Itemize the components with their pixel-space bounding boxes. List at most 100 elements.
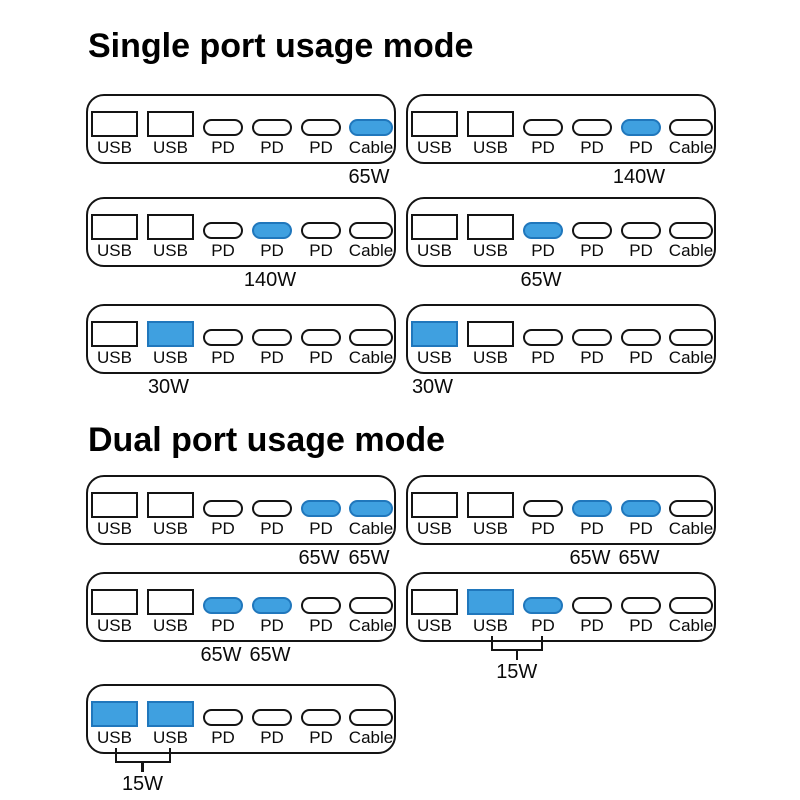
pd-port-shape: [203, 222, 243, 240]
pd-port-shape: [252, 597, 292, 615]
usb-port: USB: [146, 321, 195, 367]
port-label: PD: [580, 241, 604, 261]
pd-port: PD: [251, 589, 293, 635]
usb-port: USB: [410, 321, 459, 367]
pd-port: PD: [251, 214, 293, 260]
port-label: PD: [580, 138, 604, 158]
port-label: USB: [473, 616, 508, 636]
single-port-section: Single port usage mode USB USB PD PD PD …: [86, 27, 800, 397]
cable-port: Cable: [349, 492, 393, 538]
port-label: PD: [211, 241, 235, 261]
cable-port-shape: [349, 119, 393, 137]
port-label: PD: [260, 728, 284, 748]
port-label: USB: [417, 519, 452, 539]
port-label: PD: [260, 138, 284, 158]
charger-panel: USB USB PD PD PD Cable: [86, 684, 396, 755]
port-label: USB: [97, 348, 132, 368]
watt-label: [144, 270, 193, 290]
port-label: USB: [417, 616, 452, 636]
port-label: USB: [153, 348, 188, 368]
pd-port: PD: [300, 492, 342, 538]
port-label: Cable: [668, 138, 714, 158]
port-label: PD: [260, 616, 284, 636]
cable-port: Cable: [669, 214, 713, 260]
port-label: PD: [211, 728, 235, 748]
pd-port-shape: [203, 329, 243, 347]
watt-label: [298, 377, 340, 397]
usb-port: USB: [466, 492, 515, 538]
pd-port: PD: [202, 321, 244, 367]
ports-row: USB USB PD PD PD Cable: [88, 477, 394, 538]
port-label: Cable: [668, 519, 714, 539]
pd-port-shape: [621, 500, 661, 518]
port-label: PD: [211, 138, 235, 158]
watt-label: 65W: [298, 547, 340, 570]
port-label: USB: [97, 728, 132, 748]
charger-panel: USB USB PD PD PD Cable: [86, 304, 396, 375]
pd-port-shape: [252, 329, 292, 347]
ports-row: USB USB PD PD PD Cable: [408, 574, 714, 635]
bracket-watt-label: 15W: [121, 773, 164, 796]
section-title: Single port usage mode: [88, 27, 474, 65]
pd-port-shape: [572, 500, 612, 518]
port-label: PD: [629, 519, 653, 539]
usb-port-shape: [91, 214, 138, 241]
section-title: Dual port usage mode: [88, 421, 446, 460]
panel-cell: USB USB PD PD PD Cable 140W: [406, 94, 716, 197]
usb-port: USB: [90, 701, 139, 747]
pd-port-shape: [203, 119, 243, 137]
usb-port-shape: [147, 701, 194, 728]
watt-label: [667, 167, 711, 187]
watt-label: [569, 270, 611, 290]
port-label: Cable: [668, 241, 714, 261]
cable-port-shape: [349, 329, 393, 347]
ports-row: USB USB PD PD PD Cable: [88, 574, 394, 635]
watt-label: [464, 377, 513, 397]
port-label: PD: [629, 241, 653, 261]
ports-row: USB USB PD PD PD Cable: [88, 199, 394, 260]
watt-label: [464, 167, 513, 187]
usb-port-shape: [91, 701, 138, 728]
watt-label: [144, 167, 193, 187]
cable-port: Cable: [349, 214, 393, 260]
panel-cell: USB USB PD PD PD Cable 30W: [86, 304, 396, 397]
cable-port: Cable: [349, 111, 393, 157]
pd-port: PD: [202, 492, 244, 538]
watts-row: 30W: [86, 377, 396, 397]
panel-grid-single: USB USB PD PD PD Cable 65W USB USB PD PD…: [86, 94, 800, 397]
port-label: USB: [417, 138, 452, 158]
cable-port-shape: [349, 709, 393, 727]
watt-label: 140W: [612, 166, 666, 189]
usb-port-shape: [411, 321, 458, 348]
pd-port: PD: [522, 492, 564, 538]
pd-port-shape: [621, 119, 661, 137]
watt-label: [249, 377, 291, 397]
watt-label: [464, 270, 513, 290]
panel-cell: USB USB PD PD PD Cable 65W: [406, 197, 716, 304]
pd-port-shape: [523, 119, 563, 137]
watt-label: [464, 548, 513, 568]
watt-label: [520, 548, 562, 568]
port-label: USB: [97, 519, 132, 539]
usb-port: USB: [146, 111, 195, 157]
port-label: Cable: [348, 519, 394, 539]
usb-port-shape: [147, 111, 194, 138]
pd-port-shape: [203, 709, 243, 727]
port-label: USB: [153, 241, 188, 261]
usb-port-shape: [91, 321, 138, 348]
usb-port: USB: [90, 111, 139, 157]
watt-label: 65W: [348, 166, 390, 189]
pd-port: PD: [522, 111, 564, 157]
cable-port-shape: [669, 329, 713, 347]
pd-port: PD: [620, 111, 662, 157]
bracket-watt-label: 15W: [496, 661, 538, 684]
ports-row: USB USB PD PD PD Cable: [408, 306, 714, 367]
port-label: USB: [153, 616, 188, 636]
bracket-stub: [515, 650, 518, 661]
watt-label: [347, 645, 391, 665]
